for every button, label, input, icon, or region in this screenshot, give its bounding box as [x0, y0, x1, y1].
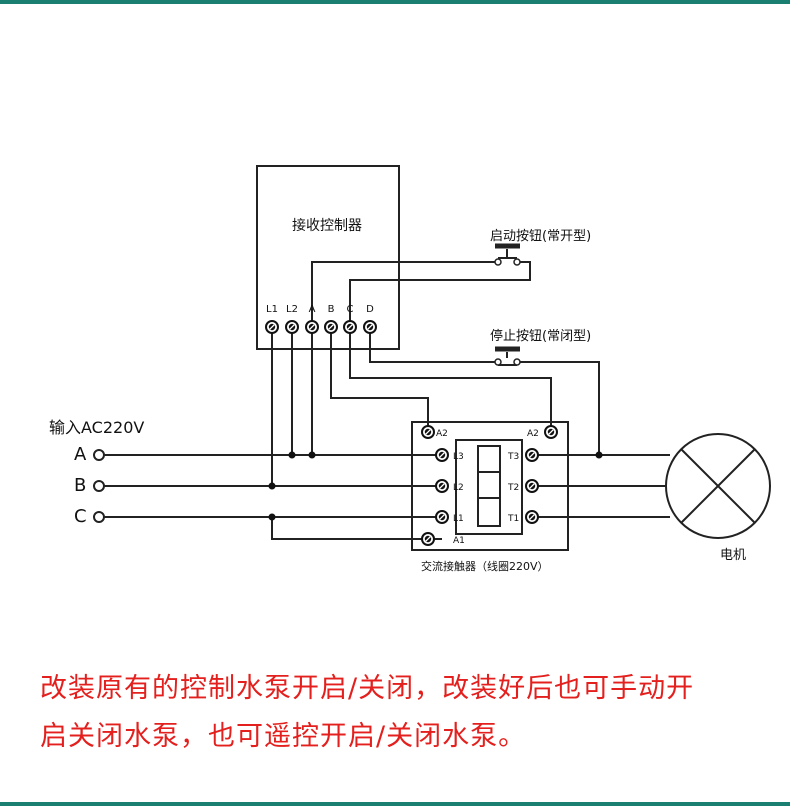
receiver-terminal-label: B [328, 304, 335, 315]
contactor-inner-box [455, 439, 523, 535]
input-terminal-c [93, 511, 105, 523]
input-terminal-b [93, 480, 105, 492]
wire-b-a2 [330, 327, 429, 432]
phase-label-c: C [74, 506, 87, 527]
start-button-label: 启动按钮(常开型) [490, 229, 592, 244]
contactor-screw-terminal [435, 510, 449, 524]
junction-dot [595, 451, 603, 459]
contactor-screw-terminal [435, 479, 449, 493]
receiver-screw-terminal [363, 320, 377, 334]
input-terminal-a [93, 449, 105, 461]
receiver-terminal-label: D [366, 304, 374, 315]
contactor-coil [477, 445, 501, 527]
motor-label: 电机 [720, 548, 747, 563]
caption-line-2: 启关闭水泵，也可遥控开启/关闭水泵。 [40, 721, 527, 752]
receiver-screw-terminal [265, 320, 279, 334]
input-label: 输入AC220V [49, 418, 145, 437]
bottom-band [0, 802, 790, 806]
contactor-terminal-label: A1 [453, 536, 465, 546]
contactor-screw-terminal [525, 510, 539, 524]
wire-a-start [311, 261, 498, 327]
contactor-screw-terminal [435, 448, 449, 462]
receiver-screw-terminal [305, 320, 319, 334]
receiver-terminal-label: L2 [286, 304, 298, 315]
caption-line-1: 改装原有的控制水泵开启/关闭，改装好后也可手动开 [40, 673, 695, 704]
receiver-screw-terminal [343, 320, 357, 334]
wire-a1 [271, 517, 442, 540]
contactor-caption: 交流接触器（线圈220V） [421, 560, 549, 573]
motor-symbol [665, 433, 771, 539]
receiver-screw-terminal [324, 320, 338, 334]
junction-dot [268, 482, 276, 490]
contactor-terminal-label: T3 [507, 452, 519, 462]
contactor-terminal-label: L2 [453, 483, 464, 493]
wire-stop-t3 [517, 361, 600, 455]
junction-dot [308, 451, 316, 459]
wire-d-stop [369, 327, 498, 363]
junction-dot [288, 451, 296, 459]
receiver-terminal-label: L1 [266, 304, 278, 315]
top-band [0, 0, 790, 4]
phase-label-a: A [74, 444, 87, 465]
receiver-title: 接收控制器 [292, 218, 362, 234]
contactor-screw-terminal [544, 425, 558, 439]
stop-button-symbol [495, 346, 520, 366]
receiver-box [256, 165, 400, 350]
contactor-terminal-label: A2 [436, 429, 448, 439]
contactor-terminal-label: T1 [507, 514, 519, 524]
start-button-symbol [495, 243, 520, 259]
junction-dot [268, 513, 276, 521]
contactor-screw-terminal [421, 532, 435, 546]
contactor-terminal-label: A2 [527, 429, 539, 439]
contactor-screw-terminal [421, 425, 435, 439]
contactor-screw-terminal [525, 479, 539, 493]
contactor-screw-terminal [525, 448, 539, 462]
receiver-terminal-label: C [347, 304, 354, 315]
contactor-terminal-label: L3 [453, 452, 464, 462]
receiver-terminal-label: A [309, 304, 316, 315]
phase-label-b: B [74, 475, 87, 496]
contactor-terminal-label: T2 [507, 483, 519, 493]
receiver-screw-terminal [285, 320, 299, 334]
wire-start-return [349, 261, 531, 327]
stop-button-label: 停止按钮(常闭型) [490, 329, 592, 344]
wire-c-a2 [349, 327, 552, 432]
contactor-terminal-label: L1 [453, 514, 464, 524]
